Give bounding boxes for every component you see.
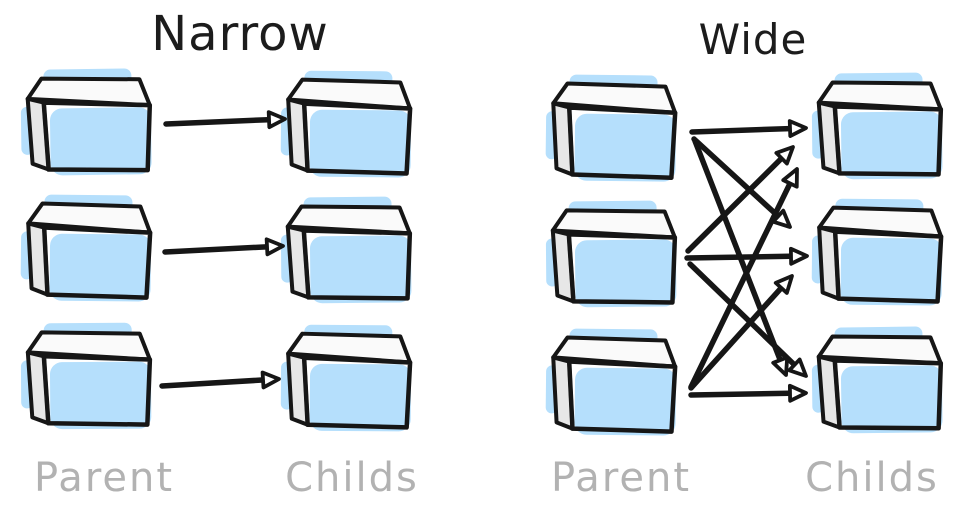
- wide-arrow-p1-c1: [689, 119, 808, 138]
- wide-parent-box-1: [544, 71, 679, 183]
- wide-parent-column-label: Parent: [550, 455, 692, 501]
- wide-arrow-p2-c2: [684, 246, 809, 266]
- wide-child-box-2: [811, 195, 946, 306]
- narrow-child-box-1: [280, 67, 415, 178]
- wide-arrow-p3-c1: [688, 167, 799, 390]
- wide-arrow-p3-c3: [688, 383, 808, 403]
- narrow-arrow-p1-c1: [163, 110, 287, 130]
- wide-arrow-p1-c2: [691, 136, 792, 229]
- wide-child-box-3: [810, 323, 945, 435]
- wide-section-title: Wide: [698, 15, 808, 64]
- wide-parent-box-3: [544, 325, 679, 436]
- wide-arrow-p1-c3: [692, 138, 790, 377]
- wide-arrow-p2-c3: [687, 261, 808, 378]
- narrow-parent-box-2: [19, 191, 154, 302]
- narrow-childs-column-label: Childs: [285, 455, 419, 501]
- wide-childs-column-label: Childs: [805, 455, 939, 501]
- narrow-parent-box-3: [20, 320, 155, 431]
- narrow-section-title: Narrow: [151, 6, 329, 62]
- narrow-child-box-2: [279, 193, 414, 304]
- narrow-parent-column-label: Parent: [33, 455, 175, 501]
- wide-parent-box-2: [545, 197, 680, 308]
- narrow-arrow-p3-c3: [159, 370, 281, 390]
- wide-child-box-1: [810, 69, 945, 180]
- narrow-child-box-3: [280, 322, 415, 433]
- wide-arrow-p3-c2: [688, 274, 794, 391]
- wide-arrow-p2-c1: [685, 145, 795, 254]
- narrow-parent-box-1: [19, 65, 155, 177]
- narrow-arrow-p2-c2: [162, 237, 285, 257]
